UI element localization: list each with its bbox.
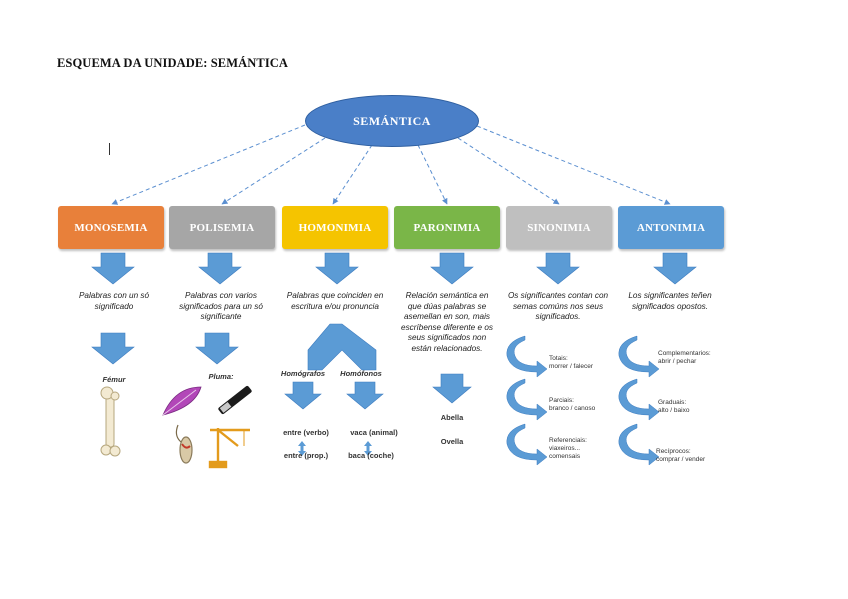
example-baca-coche: baca (coche)	[348, 451, 394, 460]
antonimia-type-complementarios-label: Complementarios:	[658, 350, 711, 357]
antonimia-type-reciprocos-label: Recíprocos:	[656, 448, 691, 455]
feather-image	[162, 386, 202, 416]
description-antonimia: Los significantes teñen significados opo…	[628, 291, 712, 311]
connector-paronimia	[417, 144, 448, 205]
sinonimia-type-referenciais: Referenciais: viaxeiros... comensais	[549, 437, 609, 461]
sinonimia-type-totais: Totais: morrer / falecer	[549, 355, 609, 371]
example-entre-verbo: entre (verbo)	[283, 428, 329, 437]
down-arrow-homonimia	[315, 252, 359, 285]
example-abella: Abella	[440, 413, 464, 422]
antonimia-type-reciprocos-example: comprar / vender	[656, 456, 706, 463]
antonimia-type-reciprocos: Recíprocos: comprar / vender	[656, 448, 724, 464]
down-arrow-paronimia-2	[432, 373, 472, 404]
sinonimia-type-totais-example: morrer / falecer	[549, 363, 594, 370]
down-arrow-homofonos	[346, 381, 384, 410]
category-antonimia-label: ANTONIMIA	[636, 221, 706, 234]
example-ovella: Ovella	[440, 437, 464, 446]
sinonimia-type-referenciais-label: Referenciais:	[549, 437, 587, 444]
curved-arrow-parciais	[506, 378, 548, 421]
connector-polisemia	[221, 137, 326, 205]
sinonimia-type-parciais: Parciais: branco / canoso	[549, 397, 609, 413]
category-monosemia-label: MONOSEMIA	[74, 221, 148, 234]
sinonimia-type-totais-label: Totais:	[549, 355, 568, 362]
lamp-image	[175, 424, 193, 464]
sinonimia-type-referenciais-example: viaxeiros... comensais	[549, 445, 581, 460]
description-homonimia: Palabras que coinciden en escritura e/ou…	[286, 291, 384, 311]
down-arrow-monosemia	[91, 252, 135, 285]
example-pluma: Pluma:	[208, 372, 234, 381]
curved-arrow-totais	[506, 335, 548, 378]
example-femur: Fémur	[102, 375, 126, 384]
example-vaca-animal: vaca (animal)	[350, 428, 398, 437]
root-node: SEMÁNTICA	[305, 95, 479, 147]
sinonimia-type-parciais-label: Parciais:	[549, 397, 574, 404]
curved-arrow-referenciais	[506, 423, 548, 466]
description-paronimia: Relación semántica en que dúas palabras …	[401, 291, 493, 353]
antonimia-type-complementarios-example: abrir / pechar	[658, 358, 697, 365]
down-arrow-paronimia	[430, 252, 474, 285]
description-sinonimia: Os significantes contan con semas comúns…	[507, 291, 609, 321]
description-monosemia: Palabras con un só significado	[78, 291, 150, 311]
category-paronimia-label: PARONIMIA	[413, 221, 481, 234]
connector-homonimia	[332, 144, 373, 205]
antonimia-type-complementarios: Complementarios: abrir / pechar	[658, 350, 724, 366]
connector-antonimia	[476, 125, 671, 205]
description-polisemia: Palabras con varios significados para un…	[179, 291, 263, 321]
femur-image	[100, 386, 121, 457]
down-arrow-polisemia	[198, 252, 242, 285]
category-homonimia-label: HOMONIMIA	[298, 221, 372, 234]
category-polisemia-label: POLISEMIA	[189, 221, 255, 234]
text-cursor	[109, 143, 110, 155]
crane-image	[208, 428, 250, 469]
category-polisemia: POLISEMIA	[169, 206, 275, 249]
pen-image	[218, 385, 252, 415]
double-arrow-vaca	[364, 441, 372, 456]
page-title: ESQUEMA DA UNIDADE: SEMÁNTICA	[57, 56, 289, 70]
connector-monosemia	[111, 124, 306, 205]
down-arrow-antonimia	[653, 252, 697, 285]
category-paronimia: PARONIMIA	[394, 206, 500, 249]
sinonimia-type-parciais-example: branco / canoso	[549, 405, 596, 412]
category-homonimia: HOMONIMIA	[282, 206, 388, 249]
category-sinonimia: SINONIMIA	[506, 206, 612, 249]
curved-arrow-graduais	[618, 378, 660, 421]
category-sinonimia-label: SINONIMIA	[527, 221, 591, 234]
antonimia-type-graduais-label: Graduais:	[658, 399, 687, 406]
down-arrow-homografos	[284, 381, 322, 410]
antonimia-type-graduais-example: alto / baixo	[658, 407, 690, 414]
category-antonimia: ANTONIMIA	[618, 206, 724, 249]
curved-arrow-reciprocos	[618, 423, 660, 466]
connector-sinonimia	[457, 137, 560, 205]
down-arrow-sinonimia	[536, 252, 580, 285]
split-arrow-homonimia	[307, 323, 377, 371]
category-monosemia: MONOSEMIA	[58, 206, 164, 249]
down-arrow-polisemia-2	[195, 332, 239, 365]
antonimia-type-graduais: Graduais: alto / baixo	[658, 399, 724, 415]
double-arrow-entre	[298, 441, 306, 456]
down-arrow-monosemia-2	[91, 332, 135, 365]
label-homografos: Homógrafos	[280, 369, 326, 378]
example-entre-prop: entre (prop.)	[283, 451, 329, 460]
label-homofonos: Homófonos	[340, 369, 382, 378]
curved-arrow-complementarios	[618, 335, 660, 378]
